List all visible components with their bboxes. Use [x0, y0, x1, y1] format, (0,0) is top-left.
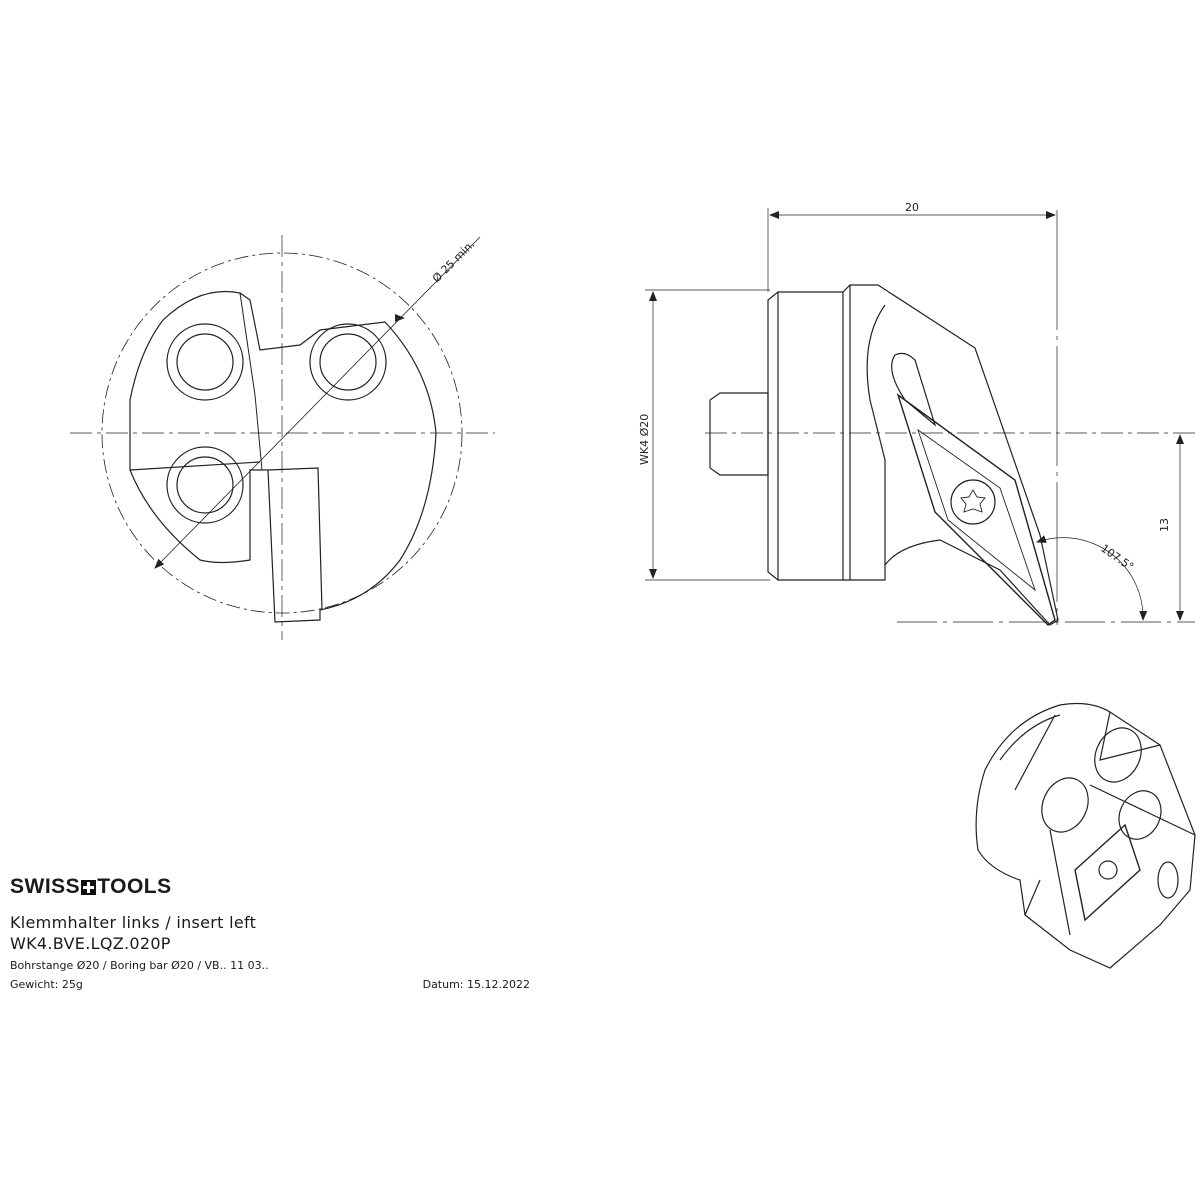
description: Bohrstange Ø20 / Boring bar Ø20 / VB.. 1…: [10, 959, 269, 972]
hole-2: [309, 323, 387, 401]
brand-right: TOOLS: [97, 875, 172, 898]
hole-1: [166, 323, 244, 401]
hole-3: [166, 446, 244, 524]
angle-label: 107.5°: [1098, 542, 1136, 574]
date: Datum: 15.12.2022: [422, 978, 530, 991]
diameter-line: [154, 236, 481, 569]
holder-body: [842, 284, 1059, 626]
isometric-view: [975, 702, 1196, 969]
insert: [896, 393, 1056, 626]
length-label: 20: [905, 201, 919, 214]
angle-dim: [1036, 535, 1148, 621]
diameter-label: WK4 Ø20: [638, 414, 651, 465]
swiss-cross-icon: [81, 879, 97, 895]
iso-hole-1: [1094, 727, 1142, 783]
title-block: SWISS TOOLS Klemmhalter links / insert le…: [10, 875, 530, 991]
brand-logo: SWISS TOOLS: [10, 875, 530, 899]
height-label: 13: [1158, 518, 1171, 532]
weight: Gewicht: 25g: [10, 978, 83, 991]
drawing-title: Klemmhalter links / insert left: [10, 913, 257, 932]
serrated-flange: [767, 291, 844, 581]
side-view: [645, 208, 1195, 626]
min-diameter-label: Ø 25 min.: [430, 238, 477, 285]
slot: [891, 352, 937, 427]
pin: [709, 392, 769, 476]
part-number: WK4.BVE.LQZ.020P: [10, 934, 171, 953]
iso-outline: [975, 702, 1196, 969]
screw: [950, 479, 996, 525]
iso-hole-2: [1041, 777, 1089, 833]
iso-screw: [1098, 860, 1118, 880]
holder-outline: [129, 290, 437, 623]
iso-insert: [1074, 823, 1141, 922]
brand-left: SWISS: [10, 875, 81, 898]
torx-icon: [960, 489, 986, 513]
iso-hole-3: [1118, 790, 1162, 840]
front-view: [70, 235, 495, 640]
